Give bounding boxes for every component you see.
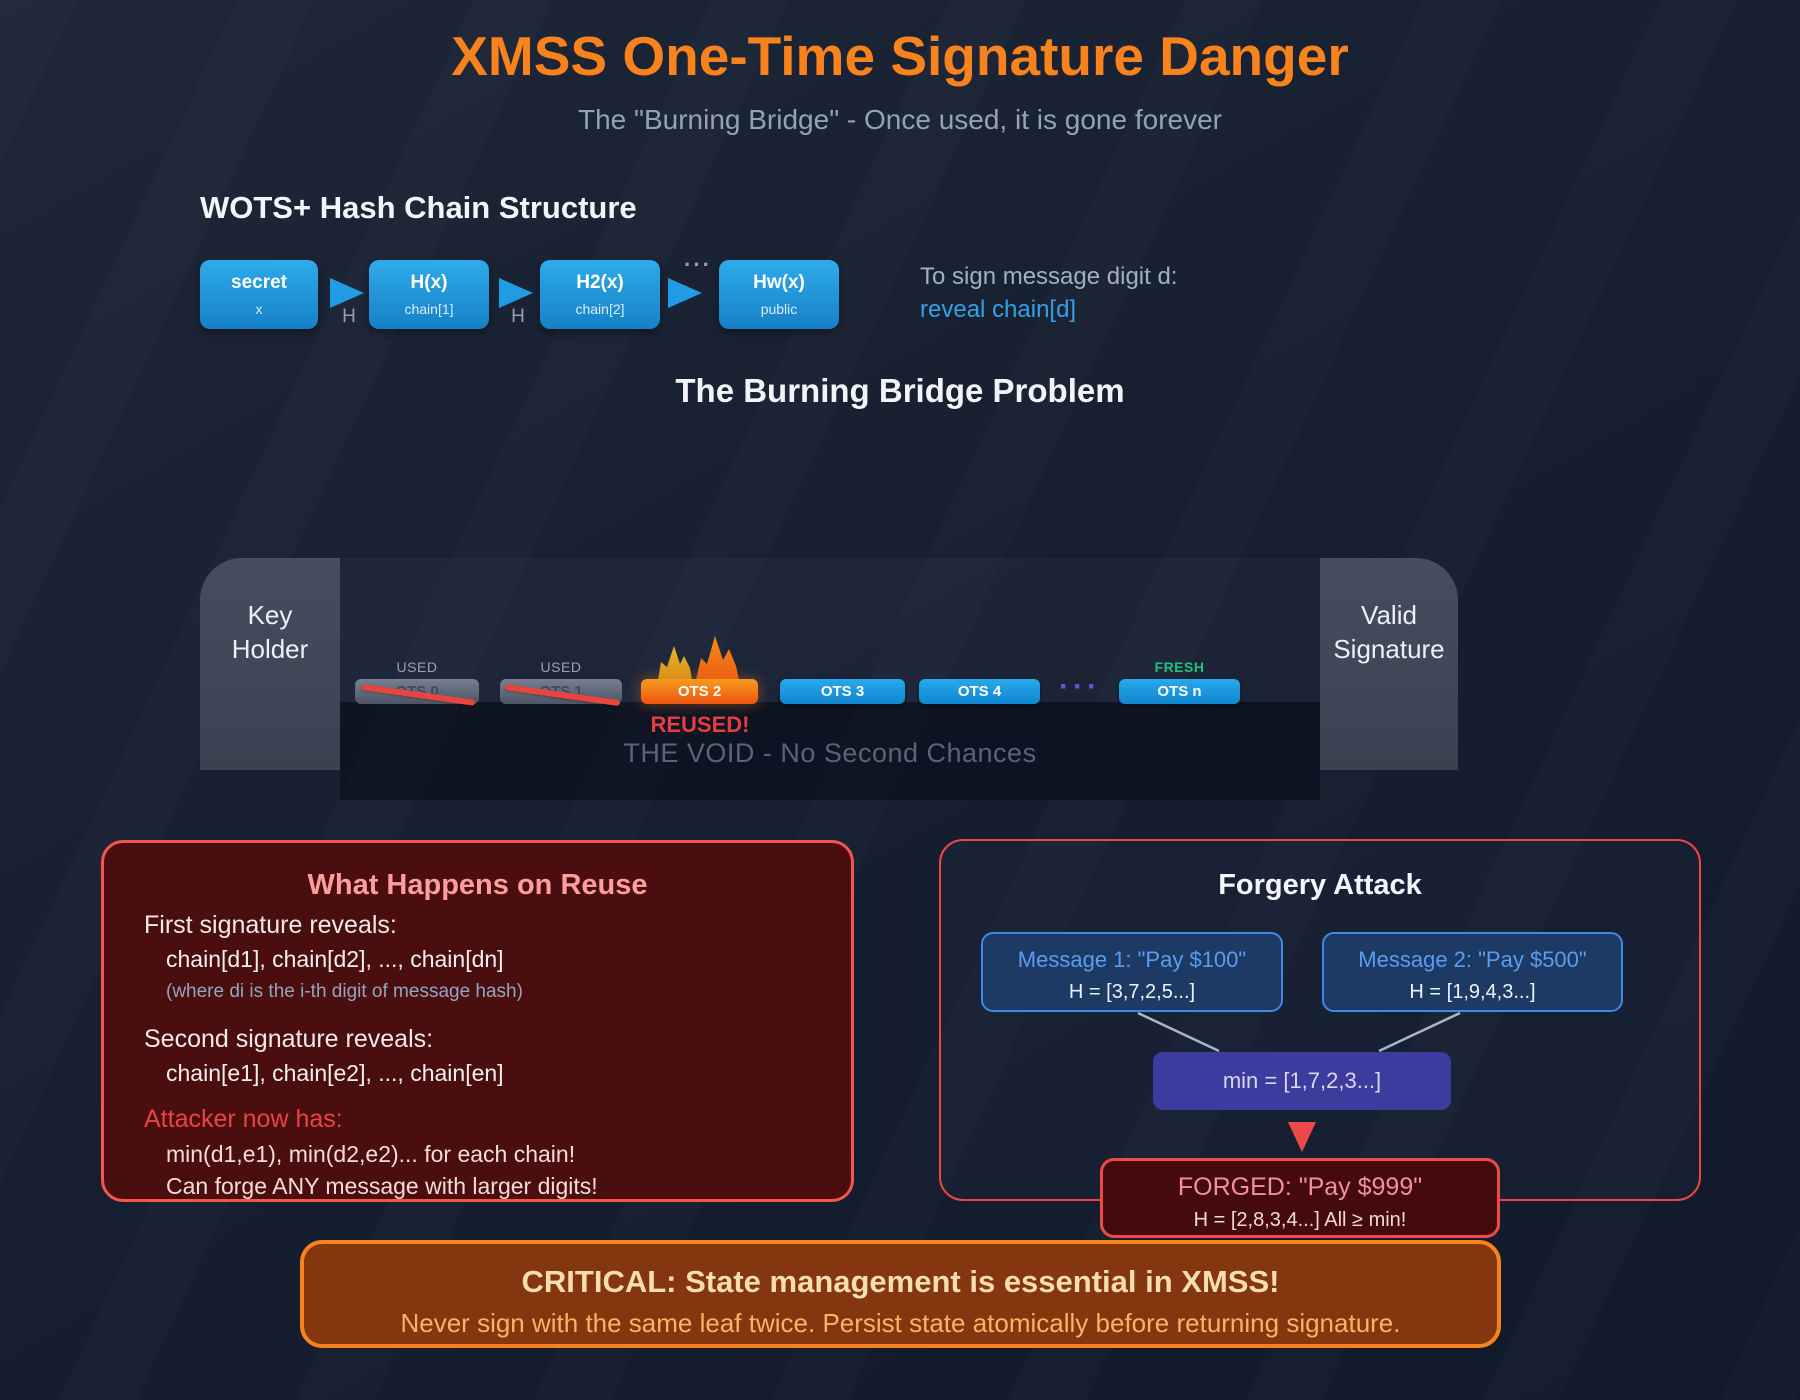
used-tag: USED (396, 659, 438, 675)
message2-box: Message 2: "Pay $500" H = [1,9,4,3...] (1322, 932, 1623, 1012)
key-holder-label-line2: Holder (231, 634, 309, 664)
forgery-panel-title: Forgery Attack (1218, 869, 1422, 901)
void-label: THE VOID - No Second Chances (623, 738, 1037, 768)
chain-ellipsis: ··· (684, 252, 712, 277)
flames-icon (658, 636, 739, 680)
ots-label: OTS n (1157, 683, 1202, 700)
chain-box-2: H2(x) chain[2] (540, 260, 660, 329)
message1-box: Message 1: "Pay $100" H = [3,7,2,5...] (981, 932, 1283, 1012)
ots-label: OTS 4 (957, 683, 1002, 700)
attacker-heading: Attacker now has: (144, 1105, 343, 1133)
forged-hash: H = [2,8,3,4...] All ≥ min! (1193, 1209, 1407, 1231)
reused-warning: REUSED! (650, 712, 750, 737)
attacker-line1: min(d1,e1), min(d2,e2)... for each chain… (166, 1141, 576, 1167)
void-panel (340, 702, 1320, 800)
hash-arrow-label: H (342, 306, 356, 327)
valid-signature-cliff: Valid Signature (1320, 558, 1458, 770)
chain-box-1: H(x) chain[1] (369, 260, 489, 329)
hash-arrow-icon (668, 278, 702, 308)
message2-title: Message 2: "Pay $500" (1358, 947, 1587, 972)
ots-slot-fresh: OTS n (1119, 679, 1240, 704)
wots-section-heading: WOTS+ Hash Chain Structure (200, 190, 637, 225)
key-holder-label-line1: Key (247, 600, 293, 630)
forgery-panel: Forgery Attack Message 1: "Pay $100" H =… (939, 839, 1701, 1201)
page-subtitle: The "Burning Bridge" - Once used, it is … (578, 104, 1222, 135)
reuse-panel: What Happens on Reuse First signature re… (101, 840, 854, 1202)
ots-ellipsis: ··· (1059, 670, 1101, 703)
hash-arrow-icon (330, 278, 364, 308)
down-arrow-icon (1288, 1122, 1316, 1152)
page-title: XMSS One-Time Signature Danger (451, 25, 1349, 87)
ots-slot: OTS 4 (919, 679, 1040, 704)
used-tag: USED (540, 659, 582, 675)
chain-box-sublabel: chain[2] (575, 301, 625, 317)
message1-title: Message 1: "Pay $100" (1017, 947, 1247, 972)
forged-title: FORGED: "Pay $999" (1177, 1173, 1423, 1201)
sign-note: To sign message digit d: (920, 263, 1178, 290)
chain-box-label: Hw(x) (753, 272, 805, 293)
chain-box-sublabel: chain[1] (404, 301, 454, 317)
critical-title: CRITICAL: State management is essential … (521, 1264, 1280, 1299)
attacker-line2: Can forge ANY message with larger digits… (166, 1173, 598, 1199)
chain-box-label: H2(x) (576, 272, 624, 293)
reveal-note: reveal chain[d] (920, 296, 1077, 323)
chain-box-sublabel: public (760, 301, 798, 317)
chain-box-label: H(x) (410, 272, 448, 293)
min-box: min = [1,7,2,3...] (1153, 1052, 1451, 1110)
first-reveal-note: (where di is the i-th digit of message h… (166, 981, 523, 1002)
ots-label: OTS 3 (820, 683, 865, 700)
critical-banner: CRITICAL: State management is essential … (300, 1240, 1501, 1348)
ots-label: OTS 2 (677, 683, 722, 700)
critical-subtitle: Never sign with the same leaf twice. Per… (400, 1308, 1401, 1338)
key-holder-cliff: Key Holder (200, 558, 340, 770)
chain-box-sublabel: x (255, 301, 263, 317)
message1-hash: H = [3,7,2,5...] (1068, 981, 1196, 1003)
forged-box: FORGED: "Pay $999" H = [2,8,3,4...] All … (1100, 1158, 1500, 1238)
hash-arrow-icon (499, 278, 533, 308)
chain-box-label: secret (231, 272, 287, 293)
hash-arrow-label: H (511, 306, 525, 327)
reuse-panel-title: What Happens on Reuse (307, 869, 648, 901)
second-reveal-code: chain[e1], chain[e2], ..., chain[en] (166, 1060, 504, 1086)
fresh-tag: FRESH (1154, 659, 1205, 675)
chain-box-public: Hw(x) public (719, 260, 839, 329)
second-reveal-heading: Second signature reveals: (144, 1025, 434, 1053)
first-reveal-code: chain[d1], chain[d2], ..., chain[dn] (166, 946, 504, 972)
min-label: min = [1,7,2,3...] (1222, 1068, 1382, 1093)
first-reveal-heading: First signature reveals: (144, 911, 397, 939)
valid-signature-label-line2: Signature (1333, 634, 1445, 664)
bridge-section-heading: The Burning Bridge Problem (675, 372, 1125, 409)
message2-hash: H = [1,9,4,3...] (1409, 981, 1536, 1003)
chain-box-secret: secret x (200, 260, 318, 329)
merge-connector-lines (1137, 1011, 1461, 1053)
ots-slot: OTS 3 (780, 679, 905, 704)
ots-slot-burning: OTS 2 (641, 679, 758, 704)
bridge-sky-panel (340, 558, 1320, 702)
valid-signature-label-line1: Valid (1361, 600, 1417, 630)
